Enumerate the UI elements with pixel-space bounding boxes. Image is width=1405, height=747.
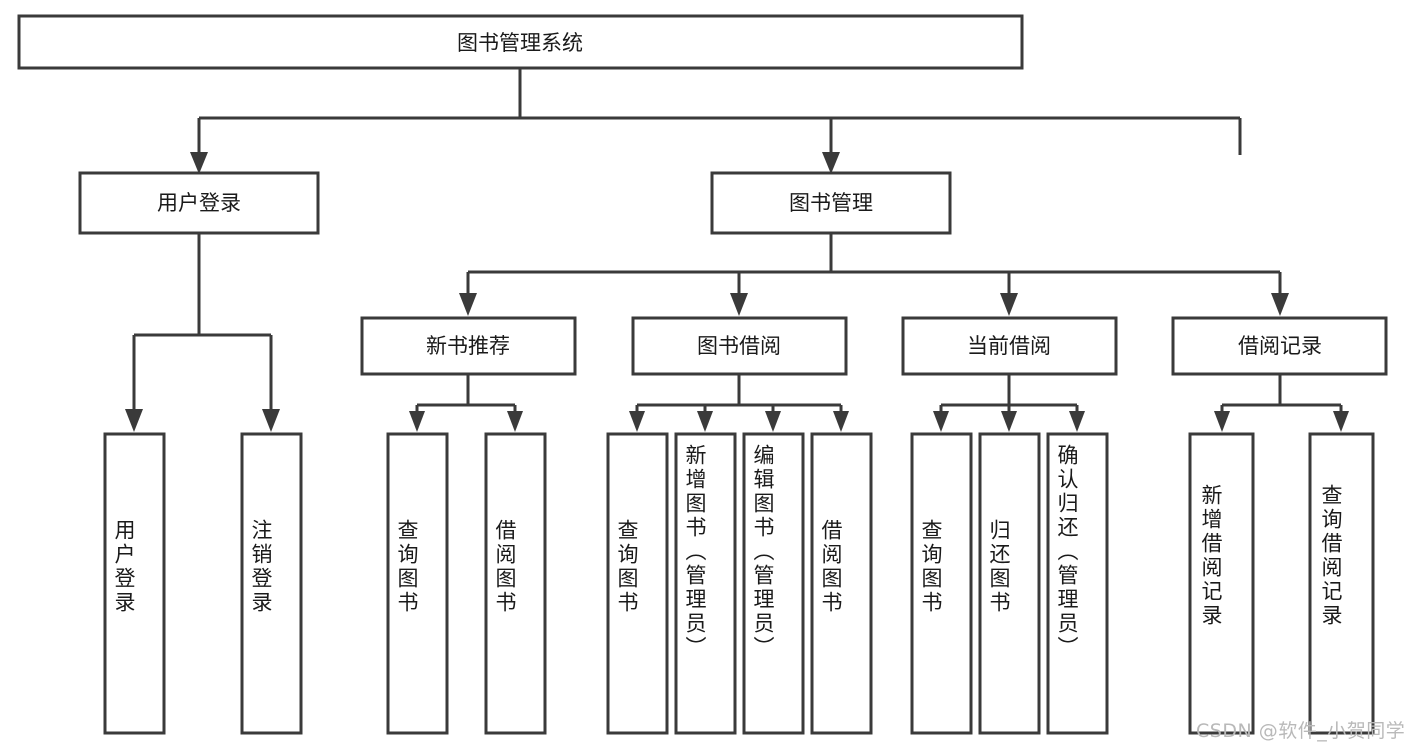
arrowhead-to-book-manage <box>822 152 840 174</box>
leaf-box-logout[interactable] <box>240 432 303 735</box>
node-root-box[interactable] <box>17 14 1024 70</box>
leaf-box-confirm-return[interactable] <box>1046 432 1109 735</box>
node-current-borrow-label: 当前借阅 <box>967 334 1051 358</box>
connector-new-book-children <box>409 374 523 432</box>
connector-root-to-level2 <box>197 68 1242 155</box>
leaf-box-user-login[interactable] <box>103 432 166 735</box>
leaf-box-query-book-2[interactable] <box>606 432 669 735</box>
arrowhead-to-user-login <box>190 152 208 174</box>
connector-book-borrow-children <box>629 374 849 432</box>
leaf-box-query-book-3[interactable] <box>910 432 973 735</box>
node-user-login-box[interactable] <box>78 171 320 235</box>
leaf-box-borrow-book-1[interactable] <box>484 432 547 735</box>
leaf-box-query-book-1[interactable] <box>386 432 449 735</box>
connector-book-manage-children <box>459 233 1289 316</box>
node-user-login-label: 用户登录 <box>157 191 241 215</box>
leaf-box-add-record[interactable] <box>1188 432 1255 735</box>
connector-current-borrow-children <box>933 374 1085 432</box>
node-borrow-record-box[interactable] <box>1171 316 1388 376</box>
node-new-book-label: 新书推荐 <box>426 334 510 358</box>
connector-user-login-children <box>125 233 280 432</box>
node-book-manage-label: 图书管理 <box>789 191 873 215</box>
node-current-borrow-box[interactable] <box>901 316 1118 376</box>
node-book-borrow-box[interactable] <box>631 316 848 376</box>
node-book-borrow-label: 图书借阅 <box>697 334 781 358</box>
leaf-box-borrow-book-2[interactable] <box>810 432 873 735</box>
node-book-manage-box[interactable] <box>710 171 952 235</box>
csdn-watermark: CSDN @软件_小贺同学 <box>1196 720 1405 742</box>
node-new-book-box[interactable] <box>360 316 577 376</box>
leaf-box-return-book[interactable] <box>978 432 1041 735</box>
node-borrow-record-label: 借阅记录 <box>1238 334 1322 358</box>
leaf-box-query-record[interactable] <box>1308 432 1375 735</box>
leaf-box-edit-book[interactable] <box>742 432 805 735</box>
node-root-label: 图书管理系统 <box>457 31 583 55</box>
connector-borrow-record-children <box>1214 374 1349 432</box>
leaf-box-add-book[interactable] <box>674 432 737 735</box>
